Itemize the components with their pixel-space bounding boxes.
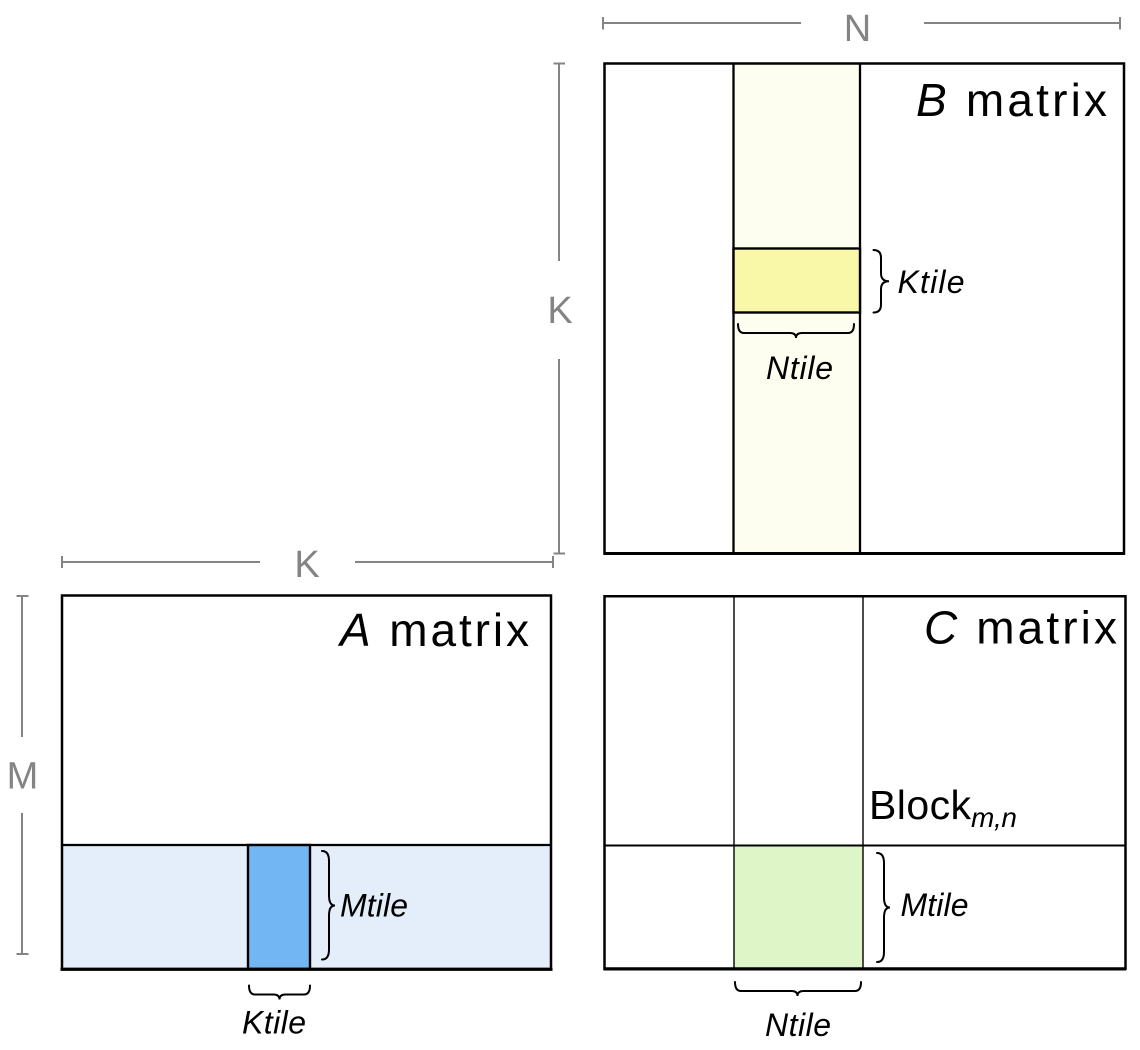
svg-text:Ntile: Ntile — [766, 350, 833, 386]
svg-text:B matrix: B matrix — [916, 74, 1107, 126]
svg-text:C matrix: C matrix — [924, 602, 1117, 654]
svg-text:Mtile: Mtile — [901, 887, 969, 923]
svg-text:Mtile: Mtile — [340, 888, 408, 924]
svg-text:Ktile: Ktile — [242, 1005, 306, 1041]
svg-text:Ktile: Ktile — [898, 264, 965, 300]
svg-text:m,n: m,n — [971, 802, 1017, 833]
svg-text:N: N — [844, 8, 871, 50]
svg-text:A matrix: A matrix — [337, 604, 529, 656]
svg-text:K: K — [294, 544, 319, 586]
svg-text:M: M — [7, 756, 39, 798]
svg-text:Ntile: Ntile — [765, 1007, 831, 1043]
svg-text:Block: Block — [869, 782, 972, 828]
svg-text:K: K — [547, 290, 572, 332]
